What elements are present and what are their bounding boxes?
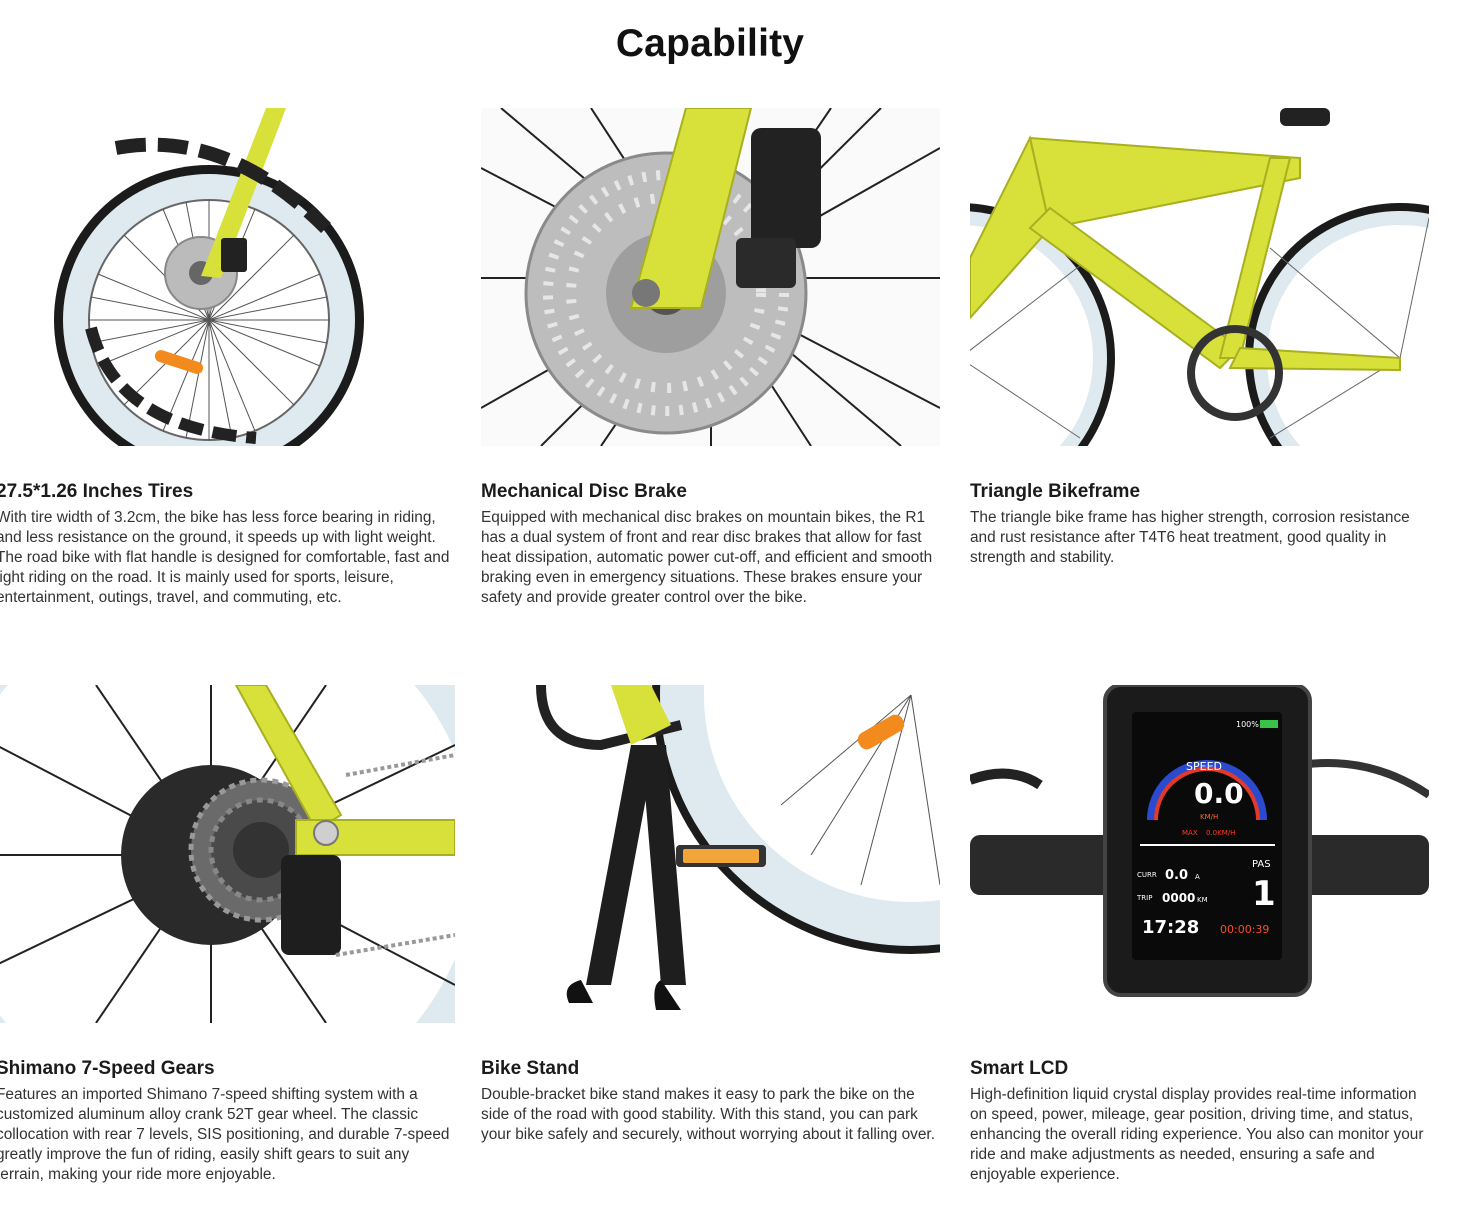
feature-card-gears: Shimano 7-Speed Gears Features an import… (0, 685, 456, 1185)
lcd-speed-label: SPEED (1186, 760, 1222, 773)
feature-image-bikeframe[interactable] (970, 108, 1429, 446)
lcd-max-value: 0.0KM/H (1206, 829, 1235, 837)
disc-brake-icon (481, 108, 940, 446)
bike-wheel-icon (54, 108, 364, 446)
feature-card-tires: 27.5*1.26 Inches Tires With tire width o… (0, 108, 456, 608)
lcd-trip-unit: KM (1197, 896, 1208, 904)
feature-title: Mechanical Disc Brake (481, 481, 687, 502)
lcd-max-label: MAX (1182, 829, 1198, 837)
lcd-curr-unit: A (1195, 873, 1200, 881)
lcd-trip-value: 0000 (1162, 891, 1195, 905)
feature-title: Triangle Bikeframe (970, 481, 1141, 502)
page-title: Capability (615, 22, 805, 65)
bike-frame-icon (970, 108, 1429, 446)
feature-description: High-definition liquid crystal display p… (970, 1086, 1424, 1183)
lcd-speed-unit: KM/H (1200, 813, 1218, 821)
feature-title: 27.5*1.26 Inches Tires (0, 481, 194, 502)
feature-title: Shimano 7-Speed Gears (0, 1058, 215, 1079)
feature-description: With tire width of 3.2cm, the bike has l… (0, 509, 450, 606)
feature-card-bike-stand: Bike Stand Double-bracket bike stand mak… (481, 685, 941, 1145)
lcd-clock: 17:28 (1142, 917, 1199, 938)
lcd-curr-label: CURR (1137, 871, 1157, 879)
lcd-display-icon: 100% SPEED 0.0 KM/H MAX 0.0KM/H CURR 0.0… (970, 685, 1429, 1023)
feature-title: Smart LCD (970, 1058, 1069, 1079)
feature-description: Double-bracket bike stand makes it easy … (481, 1086, 935, 1143)
lcd-pas-label: PAS (1252, 859, 1271, 870)
lcd-curr-value: 0.0 (1165, 868, 1188, 883)
feature-image-disc-brake[interactable] (481, 108, 940, 446)
feature-image-bike-stand[interactable] (481, 685, 940, 1023)
lcd-timer: 00:00:39 (1220, 923, 1269, 936)
feature-description: Equipped with mechanical disc brakes on … (481, 509, 933, 606)
feature-image-gears[interactable] (0, 685, 455, 1023)
lcd-pas-value: 1 (1252, 874, 1276, 914)
lcd-speed-value: 0.0 (1194, 777, 1244, 810)
feature-card-bikeframe: Triangle Bikeframe The triangle bike fra… (970, 108, 1430, 568)
feature-card-smart-lcd: 100% SPEED 0.0 KM/H MAX 0.0KM/H CURR 0.0… (970, 685, 1430, 1185)
kickstand-icon (481, 685, 940, 1023)
feature-description: The triangle bike frame has higher stren… (970, 509, 1410, 566)
feature-card-disc-brake: Mechanical Disc Brake Equipped with mech… (481, 108, 941, 608)
lcd-battery-text: 100% (1236, 720, 1259, 729)
feature-title: Bike Stand (481, 1058, 580, 1079)
lcd-trip-label: TRIP (1136, 894, 1152, 902)
feature-image-smart-lcd[interactable]: 100% SPEED 0.0 KM/H MAX 0.0KM/H CURR 0.0… (970, 685, 1429, 1023)
gear-cassette-icon (0, 685, 455, 1023)
feature-image-tires[interactable] (0, 108, 455, 446)
feature-description: Features an imported Shimano 7-speed shi… (0, 1086, 450, 1183)
